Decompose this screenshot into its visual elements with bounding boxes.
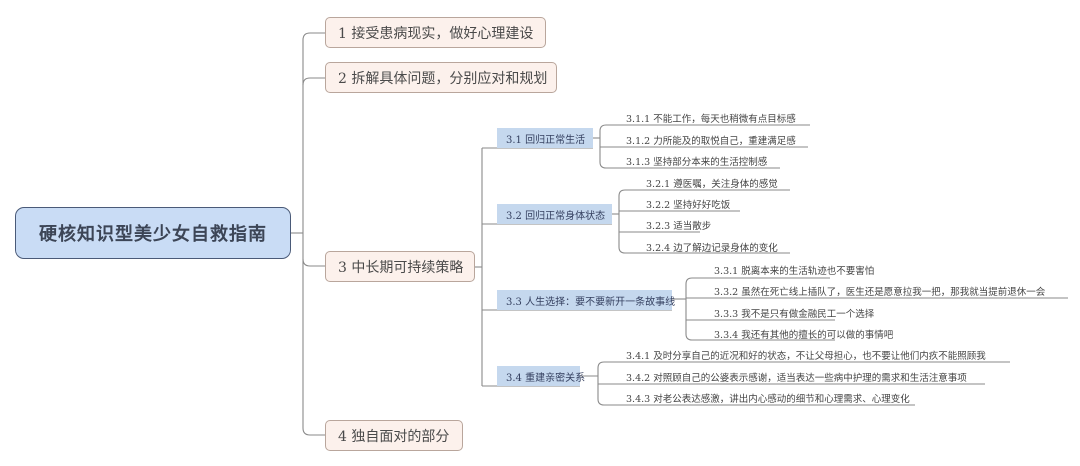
leaf-3-3-2[interactable]: 3.3.2 虽然在死亡线上插队了，医生还是愿意拉我一把，那我就当提前退休一会 xyxy=(714,287,1046,298)
leaf-3-2-4[interactable]: 3.2.4 边了解边记录身体的变化 xyxy=(646,243,778,254)
branch-2[interactable]: 2 拆解具体问题，分别应对和规划 xyxy=(325,62,557,93)
subtopic-label: 3.2 回归正常身体状态 xyxy=(506,210,606,222)
subtopic-3-3[interactable]: 3.3 人生选择：要不要新开一条故事线 xyxy=(497,290,676,310)
central-topic[interactable]: 硬核知识型美少女自救指南 xyxy=(15,207,291,259)
branch-4[interactable]: 4 独自面对的部分 xyxy=(325,420,463,451)
leaf-3-4-3[interactable]: 3.4.3 对老公表达感激，讲出内心感动的细节和心理需求、心理变化 xyxy=(626,394,910,405)
subtopic-3-1[interactable]: 3.1 回归正常生活 xyxy=(497,128,593,148)
branch-4-label: 4 独自面对的部分 xyxy=(338,428,450,445)
subtopic-3-2[interactable]: 3.2 回归正常身体状态 xyxy=(497,204,612,224)
leaf-3-3-4[interactable]: 3.3.4 我还有其他的擅长的可以做的事情吧 xyxy=(714,330,894,341)
branch-1[interactable]: 1 接受患病现实，做好心理建设 xyxy=(325,17,546,48)
leaf-3-3-3[interactable]: 3.3.3 我不是只有做金融民工一个选择 xyxy=(714,309,875,320)
branch-3[interactable]: 3 中长期可持续策略 xyxy=(325,251,475,282)
leaf-3-3-1[interactable]: 3.3.1 脱离本来的生活轨迹也不要害怕 xyxy=(714,266,875,277)
leaf-3-1-1[interactable]: 3.1.1 不能工作，每天也稍微有点目标感 xyxy=(626,114,796,125)
leaf-3-2-1[interactable]: 3.2.1 遵医嘱，关注身体的感觉 xyxy=(646,179,778,190)
subtopic-label: 3.4 重建亲密关系 xyxy=(506,372,586,384)
branch-1-label: 1 接受患病现实，做好心理建设 xyxy=(338,25,534,42)
leaf-3-2-3[interactable]: 3.2.3 适当散步 xyxy=(646,221,712,232)
leaf-3-1-3[interactable]: 3.1.3 坚持部分本来的生活控制感 xyxy=(626,157,768,168)
leaf-3-4-2[interactable]: 3.4.2 对照顾自己的公婆表示感谢，适当表达一些病中护理的需求和生活注意事项 xyxy=(626,373,967,384)
leaf-3-4-1[interactable]: 3.4.1 及时分享自己的近况和好的状态，不让父母担心，也不要让他们内疚不能照顾… xyxy=(626,351,986,362)
subtopic-3-4[interactable]: 3.4 重建亲密关系 xyxy=(497,366,585,386)
subtopic-label: 3.1 回归正常生活 xyxy=(506,134,586,146)
leaf-3-1-2[interactable]: 3.1.2 力所能及的取悦自己，重建满足感 xyxy=(626,136,796,147)
branch-3-label: 3 中长期可持续策略 xyxy=(338,259,464,276)
central-topic-label: 硬核知识型美少女自救指南 xyxy=(39,224,267,245)
leaf-3-2-2[interactable]: 3.2.2 坚持好好吃饭 xyxy=(646,200,731,211)
branch-2-label: 2 拆解具体问题，分别应对和规划 xyxy=(338,70,548,87)
subtopic-label: 3.3 人生选择：要不要新开一条故事线 xyxy=(506,296,676,308)
